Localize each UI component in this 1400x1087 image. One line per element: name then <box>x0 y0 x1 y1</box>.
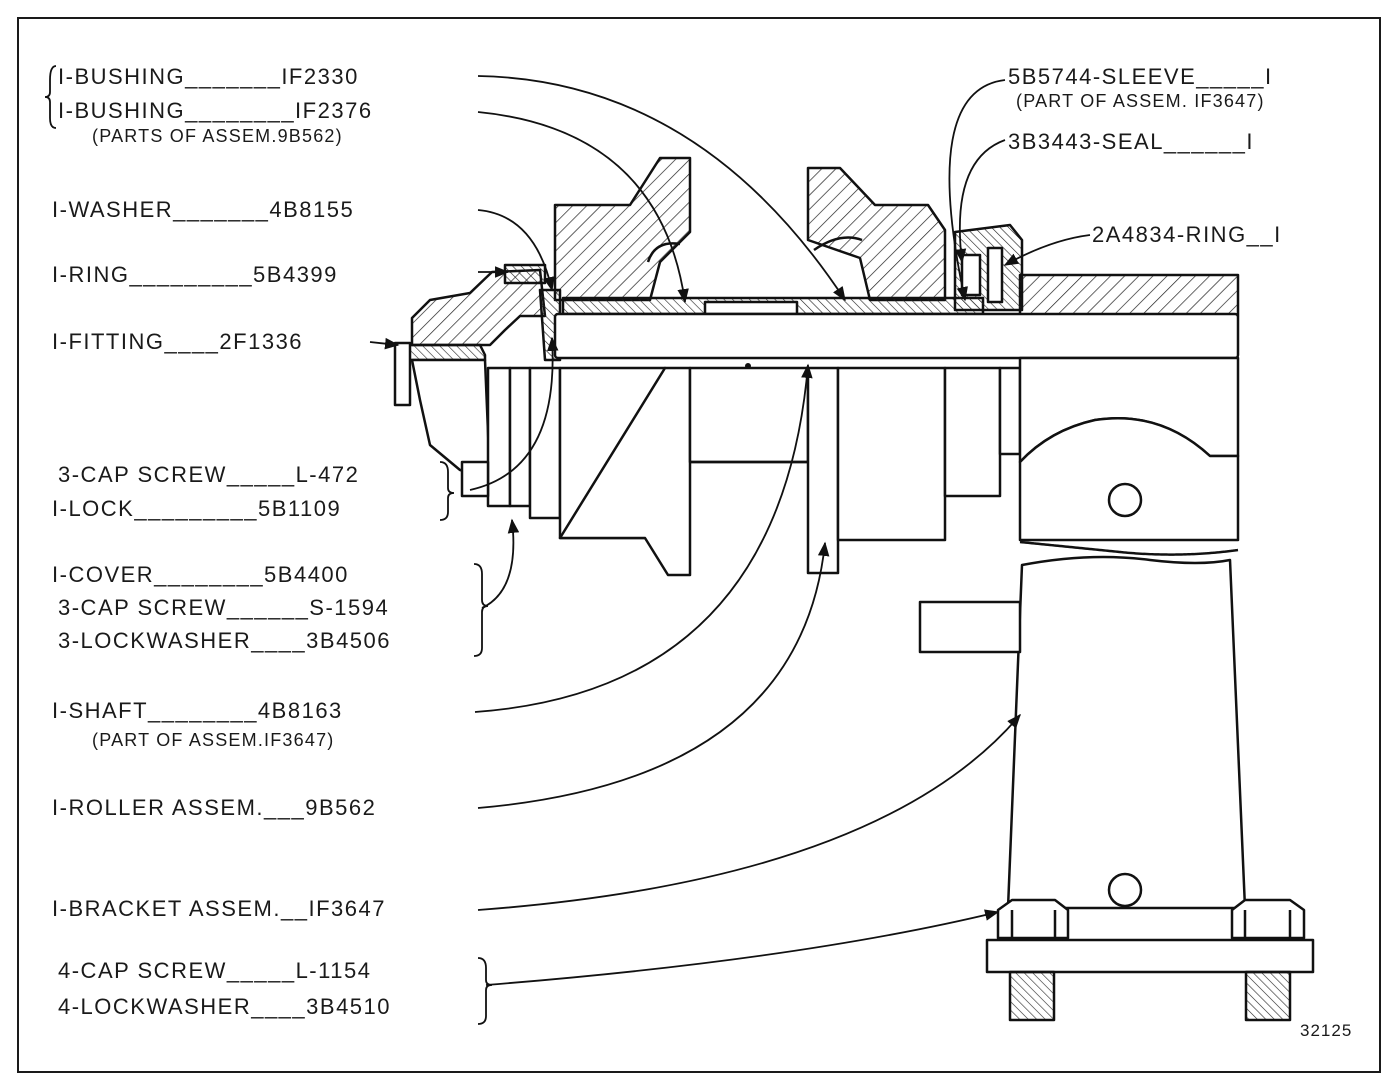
callout-washer: I-WASHER_______4B8155 <box>52 197 355 222</box>
leader-lines <box>369 75 1091 986</box>
cap-screw-head <box>486 366 512 508</box>
bracket-bore-section <box>1018 273 1240 318</box>
callout-ring-2a4834: 2A4834-RING__I <box>1092 222 1282 247</box>
roller-flange-left-section <box>553 156 692 302</box>
callout-lock: I-LOCK_________5B1109 <box>52 496 342 521</box>
callout-cap-screw-s1594: 3-CAP SCREW______S-1594 <box>58 595 390 620</box>
seal-and-ring <box>953 223 1024 312</box>
callout-lockwasher-3b4506: 3-LOCKWASHER____3B4506 <box>58 628 392 653</box>
callout-cover: I-COVER________5B4400 <box>52 562 349 587</box>
label-brackets <box>44 65 493 1025</box>
callout-roller-assem: I-ROLLER ASSEM.___9B562 <box>52 795 377 820</box>
callout-lockwasher-3b4510: 4-LOCKWASHER____3B4510 <box>58 994 392 1019</box>
callout-bushing-note: (PARTS OF ASSEM.9B562) <box>92 126 343 146</box>
figure-number: 32125 <box>1300 1021 1353 1040</box>
callout-shaft-note: (PART OF ASSEM.IF3647) <box>92 730 335 750</box>
callout-shaft: I-SHAFT________4B8163 <box>52 698 343 723</box>
callout-cap-screw-l472: 3-CAP SCREW_____L-472 <box>58 462 360 487</box>
lock <box>460 460 490 498</box>
bracket-nuts <box>996 898 1306 1022</box>
callout-bushing-1: I-BUSHING_______IF2330 <box>58 64 359 89</box>
roller-flange-right-section <box>806 166 947 302</box>
ring-washer <box>503 263 547 285</box>
bracket-upper <box>1018 356 1240 556</box>
bushing-gap <box>703 300 799 316</box>
callout-ring: I-RING_________5B4399 <box>52 262 338 287</box>
callout-bushing-2: I-BUSHING________IF2376 <box>58 98 373 123</box>
figure-border <box>17 17 1381 1073</box>
callout-seal: 3B3443-SEAL______I <box>1008 129 1254 154</box>
callout-bracket-assem: I-BRACKET ASSEM.__IF3647 <box>52 896 386 921</box>
callout-cap-screw-l1154: 4-CAP SCREW_____L-1154 <box>58 958 372 983</box>
roller-body <box>558 366 1022 577</box>
callout-fitting: I-FITTING____2F1336 <box>52 329 304 354</box>
callout-sleeve: 5B5744-SLEEVE_____I <box>1008 64 1273 89</box>
callout-sleeve-note: (PART OF ASSEM. IF3647) <box>1016 91 1265 111</box>
shaft <box>553 312 1240 360</box>
bracket-lower <box>918 555 1315 974</box>
